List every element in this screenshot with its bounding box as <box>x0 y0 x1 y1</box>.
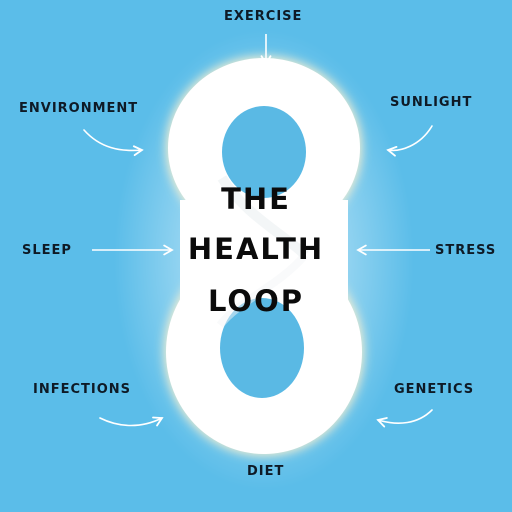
factor-diet: DIET <box>247 464 285 479</box>
arrow-sunlight <box>386 125 433 157</box>
title-line-1: THE <box>221 182 291 216</box>
factor-infections: INFECTIONS <box>33 382 132 397</box>
factor-sunlight: SUNLIGHT <box>390 95 473 110</box>
arrow-environment <box>83 129 144 157</box>
title-line-3: LOOP <box>207 284 304 318</box>
arrow-genetics <box>376 409 433 428</box>
title-line-2: HEALTH <box>187 232 325 266</box>
factor-sleep: SLEEP <box>22 243 72 258</box>
factor-stress: STRESS <box>435 243 497 258</box>
figure-eight-loop <box>166 58 362 454</box>
loop-lower-hole <box>220 298 304 398</box>
factor-exercise: EXERCISE <box>224 9 303 24</box>
arrow-infections <box>99 416 164 427</box>
factor-environment: ENVIRONMENT <box>19 101 139 116</box>
loop-upper-hole <box>222 106 306 198</box>
factor-genetics: GENETICS <box>394 382 475 397</box>
